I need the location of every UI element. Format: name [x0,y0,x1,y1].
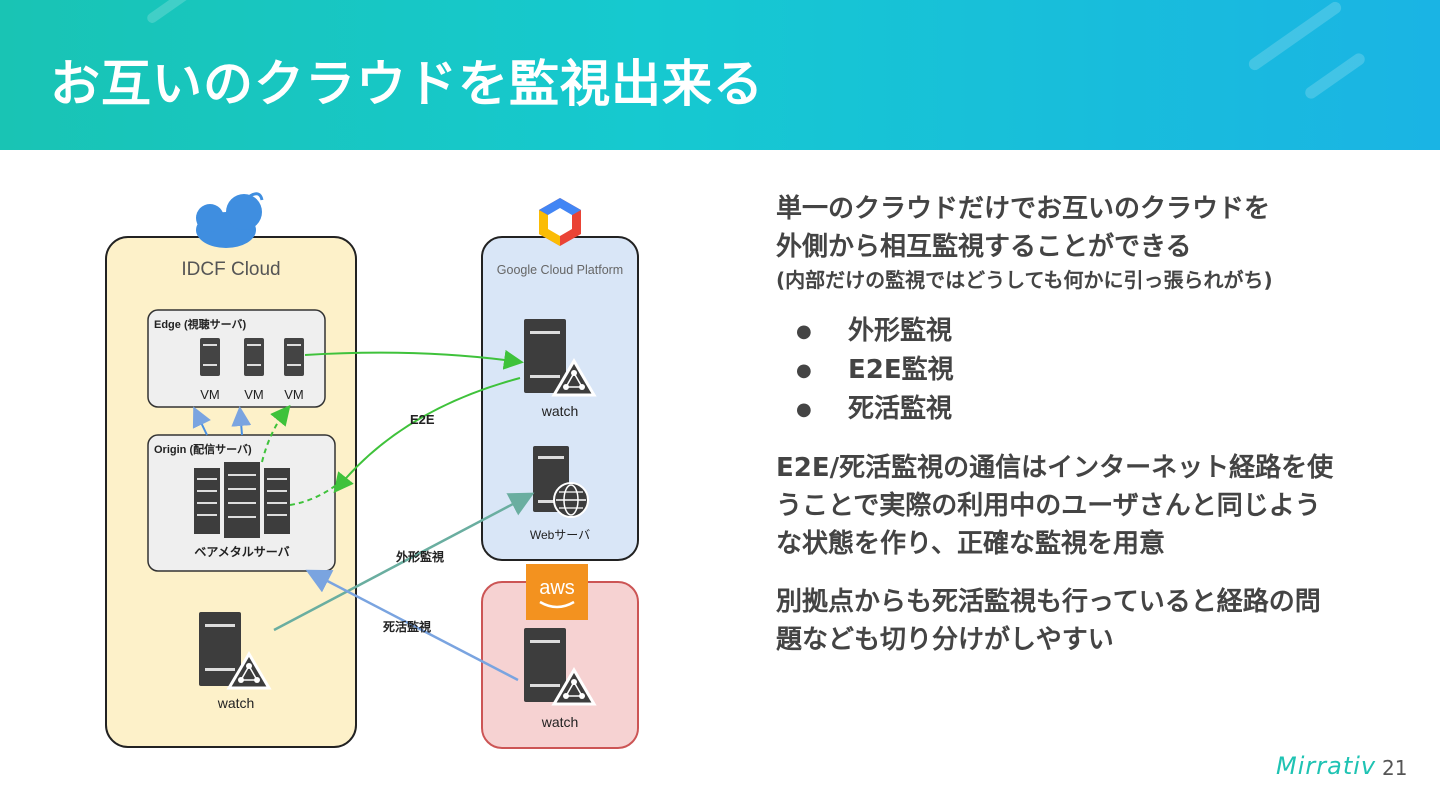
cloud-icon [196,192,264,248]
gcp-watch-label: watch [541,403,579,419]
intro-line: 単一のクラウドだけでお互いのクラウドを [776,194,1271,224]
aws-logo-icon [526,564,588,620]
idcf-label: IDCF Cloud [181,259,280,280]
aws-label: aws [539,577,575,599]
intro-note: (内部だけの監視ではどうしても何かに引っ張られがち) [776,268,1273,292]
origin-to-edge-arrow [192,406,211,436]
paragraph-line: E2E/死活監視の通信はインターネット経路を使 [776,453,1334,483]
paragraph-line: 別拠点からも死活監視も行っていると経路の問 [776,587,1321,617]
bullet-icon: ● [796,360,812,381]
idcf-watch-label: watch [217,695,255,711]
vm-server-icon [284,338,304,376]
cloud-monitoring-diagram: IDCF Cloud Edge (視聴サーバ) VM VM VM Origin … [105,192,639,749]
bullet-icon: ● [796,321,812,342]
paragraph-line: 題なども切り分けがしやすい [776,625,1114,655]
baremetal-server-icon [194,462,290,538]
paragraph-line: うことで実際の利用中のユーザさんと同じよう [776,491,1321,521]
aws-smile-icon [539,600,575,609]
origin-to-edge-dashed-arrow [261,404,291,463]
baremetal-label: ベアメタルサーバ [194,545,289,559]
page-number: 21 [1382,756,1408,780]
e2e-arrow [333,377,521,494]
brand-logo: Mirrativ [1276,752,1377,780]
origin-label: Origin (配信サーバ) [154,442,252,456]
edge-to-watch-arrow [304,349,524,370]
bullet-icon: ● [796,399,812,420]
shikatsu-label: 死活監視 [383,619,431,634]
explanation-panel: 単一のクラウドだけでお互いのクラウドを 外側から相互監視することができる (内部… [776,190,1416,659]
vm-server-icon [200,338,220,376]
origin-dashed-link [289,477,346,506]
e2e-label: E2E [410,412,435,427]
vm-label: VM [200,387,220,402]
web-server-icon [533,446,589,518]
paragraph-line: な状態を作り、正確な監視を用意 [776,529,1165,559]
web-server-label: Webサーバ [530,528,590,542]
intro-text: 単一のクラウドだけでお互いのクラウドを 外側から相互監視することができる [776,190,1416,266]
paragraph-e2e: E2E/死活監視の通信はインターネット経路を使 うことで実際の利用中のユーザさん… [776,449,1416,563]
gcp-label: Google Cloud Platform [497,263,623,277]
header-banner: お互いのクラウドを監視出来る [0,0,1440,150]
origin-to-edge-arrow [231,406,252,436]
vm-server-icon [244,338,264,376]
gaikei-arrow [273,492,535,632]
paragraph-route: 別拠点からも死活監視も行っていると経路の問 題なども切り分けがしやすい [776,583,1416,659]
monitoring-list: ●外形監視 ●E2E監視 ●死活監視 [776,312,1416,429]
list-item: ●死活監視 [776,390,1416,429]
vm-label: VM [284,387,304,402]
google-cloud-logo-icon [539,198,581,246]
intro-line: 外側から相互監視することができる [776,232,1192,262]
header-decoration [145,0,225,25]
gaikei-label: 外形監視 [396,549,444,564]
list-item: ●外形監視 [776,312,1416,351]
vm-label: VM [244,387,264,402]
list-item: ●E2E監視 [776,351,1416,390]
page-title: お互いのクラウドを監視出来る [50,55,764,113]
edge-label: Edge (視聴サーバ) [154,317,247,331]
header-decoration [1302,51,1368,101]
aws-watch-label: watch [541,714,579,730]
header-decoration [1246,0,1344,73]
shikatsu-arrow [305,569,519,682]
